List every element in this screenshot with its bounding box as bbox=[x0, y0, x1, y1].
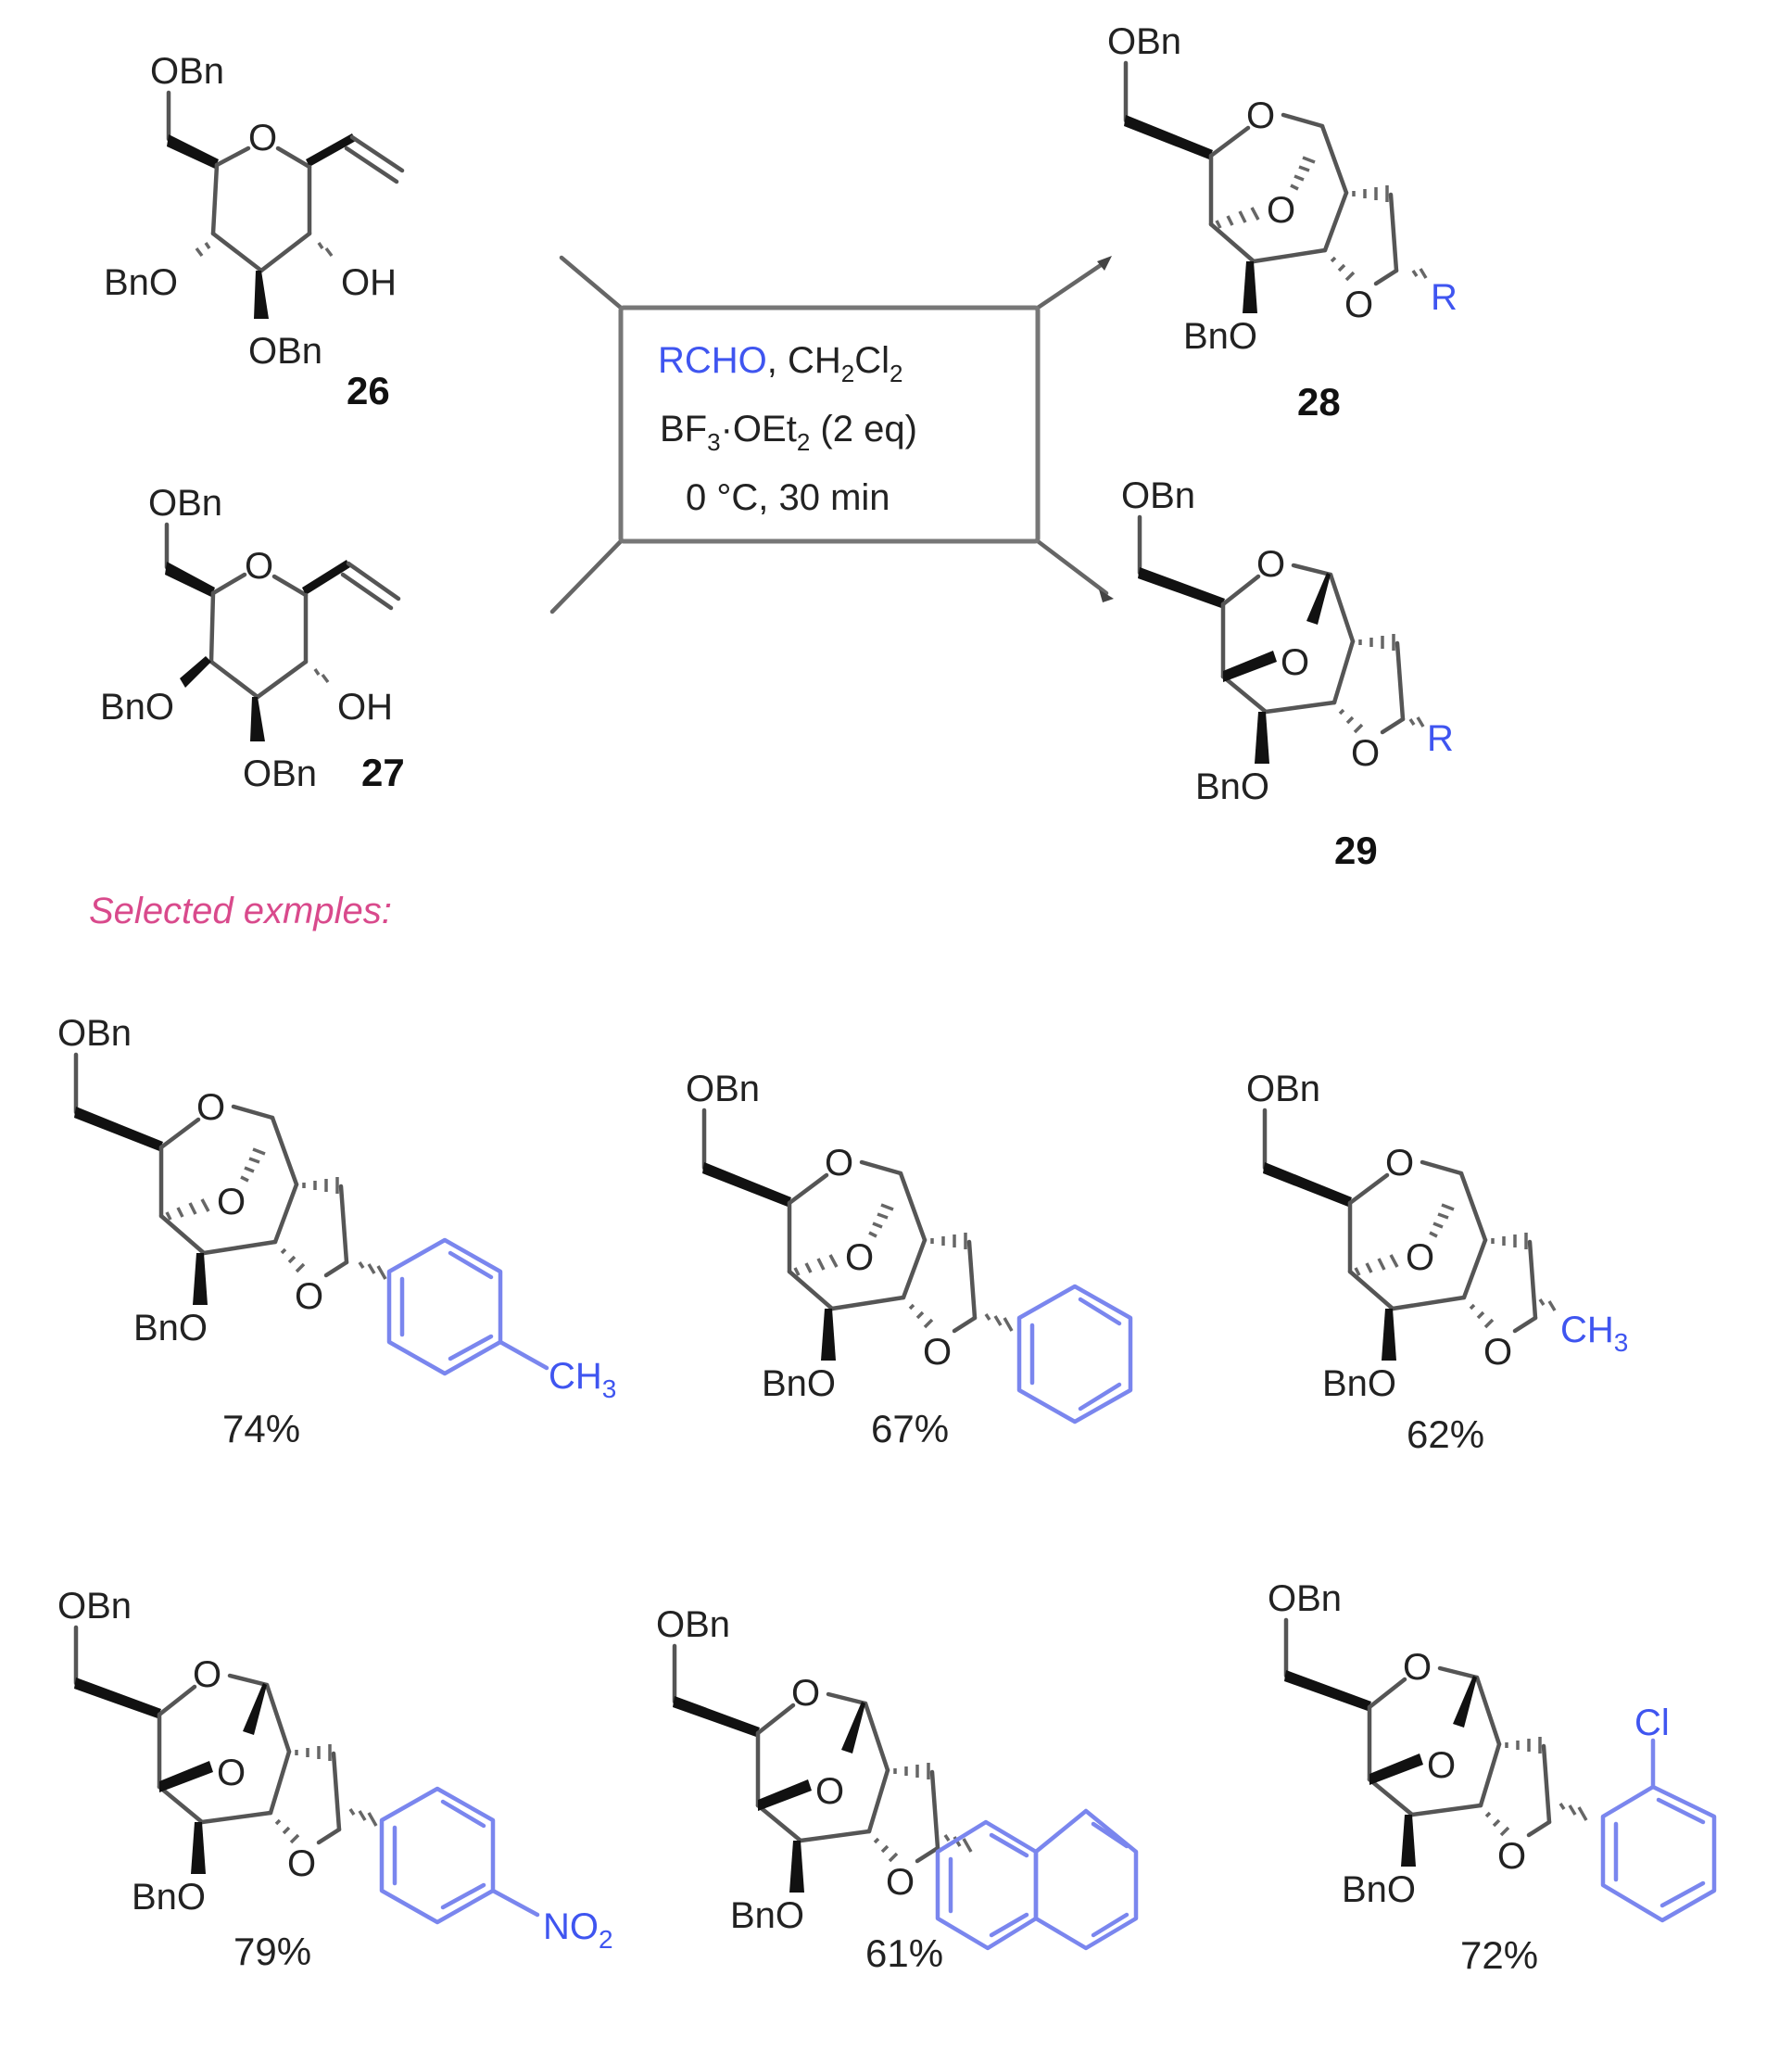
conditions-line-1: RCHO, CH2Cl2 bbox=[658, 340, 903, 387]
conditions-box: RCHO, CH2Cl2 BF3·OEt2 (2 eq) 0 °C, 30 mi… bbox=[618, 305, 1041, 544]
substituent-label: CH3 bbox=[1560, 1310, 1628, 1357]
ring-o-label: O bbox=[245, 546, 273, 587]
obn-bottom-label: OBn bbox=[248, 331, 322, 372]
yield-label: 79% bbox=[233, 1930, 311, 1973]
compound-number-29: 29 bbox=[1334, 829, 1378, 872]
naphthyl-rings bbox=[935, 1808, 1139, 1951]
compound-26: OBn O BnO OH OBn 26 bbox=[104, 51, 405, 412]
obn-label: OBn bbox=[150, 51, 224, 92]
compound-28: R 28 bbox=[1107, 21, 1458, 424]
compound-number-28: 28 bbox=[1297, 380, 1341, 424]
oh-label: OH bbox=[337, 687, 393, 728]
example-p-nitrophenyl: NO2 79% bbox=[57, 1586, 613, 1973]
compound-29: R 29 bbox=[1121, 475, 1454, 872]
yield-label: 67% bbox=[871, 1407, 949, 1450]
obn-bottom-label: OBn bbox=[243, 753, 317, 794]
substituent-label: NO2 bbox=[543, 1906, 613, 1954]
nitrophenyl-ring bbox=[379, 1786, 540, 1925]
ring-o-label: O bbox=[248, 118, 277, 158]
compound-number-26: 26 bbox=[347, 369, 390, 412]
example-methyl: CH3 62% bbox=[1246, 1069, 1628, 1456]
substituent-label: Cl bbox=[1634, 1703, 1670, 1743]
example-2-naphthyl: 61% bbox=[656, 1604, 1139, 1975]
reaction-arrows bbox=[549, 255, 1114, 614]
conditions-line-3: 0 °C, 30 min bbox=[686, 477, 890, 518]
conditions-line-2: BF3·OEt2 (2 eq) bbox=[660, 409, 917, 456]
compound-number-27: 27 bbox=[361, 751, 405, 794]
example-p-tolyl: CH3 74% bbox=[57, 1013, 616, 1450]
reagent-rcho: RCHO bbox=[658, 340, 767, 381]
section-title: Selected exmples: bbox=[89, 891, 392, 931]
example-2-chlorophenyl: Cl 72% bbox=[1268, 1578, 1717, 1977]
phenyl-ring bbox=[1016, 1284, 1133, 1424]
yield-label: 74% bbox=[222, 1407, 300, 1450]
example-phenyl: 67% bbox=[686, 1069, 1133, 1450]
compound-27: OBn O BnO OH OBn 27 bbox=[100, 483, 405, 794]
yield-label: 72% bbox=[1460, 1933, 1538, 1977]
r-group: R bbox=[1431, 277, 1458, 318]
substituent-label: CH3 bbox=[549, 1356, 616, 1403]
yield-label: 62% bbox=[1407, 1412, 1484, 1456]
chlorophenyl-ring bbox=[1600, 1738, 1717, 1923]
tolyl-ring bbox=[386, 1237, 549, 1376]
bno-label: BnO bbox=[104, 262, 178, 303]
obn-label: OBn bbox=[148, 483, 222, 524]
oh-label: OH bbox=[341, 262, 397, 303]
yield-label: 61% bbox=[865, 1931, 943, 1975]
r-group: R bbox=[1427, 718, 1454, 759]
bno-label: BnO bbox=[100, 687, 174, 728]
